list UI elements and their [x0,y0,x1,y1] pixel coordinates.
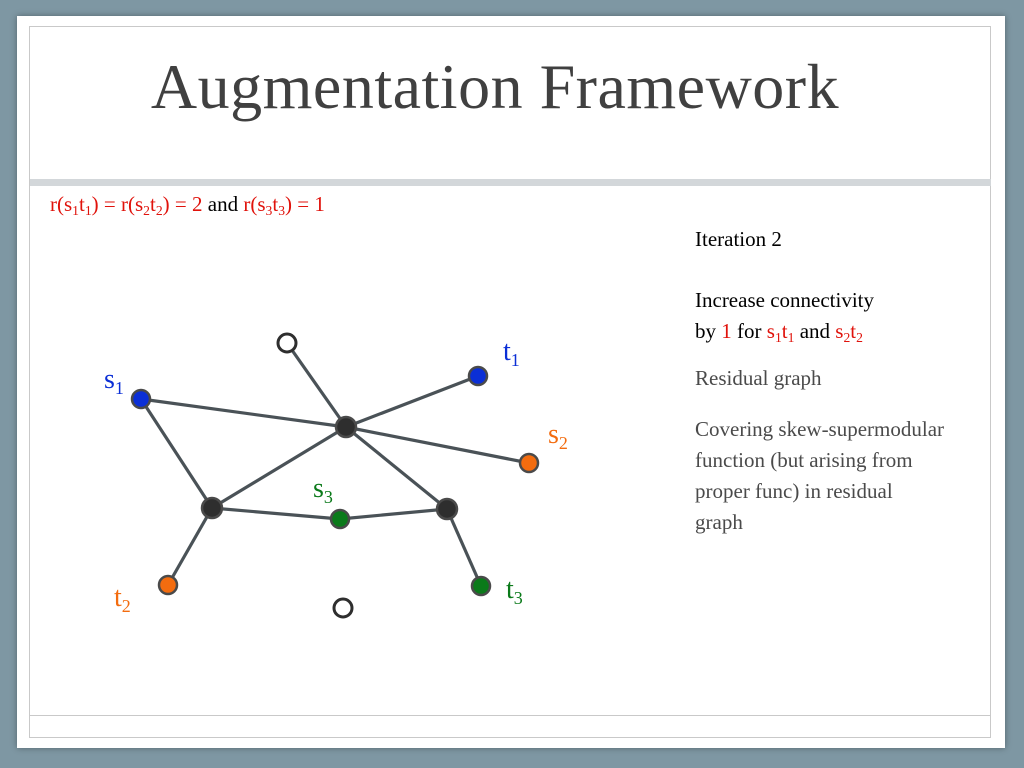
edge-center-right [344,425,449,511]
graph-edges [139,342,530,587]
edge-s1-left [139,398,214,509]
edge-right-t3 [445,508,483,587]
label-t1: t1 [503,336,520,370]
node-s1 [130,388,152,410]
demand-formula: r(s1t1) = r(s2t2) = 2 and r(s3t3) = 1 [50,192,325,219]
residual-graph-label: Residual graph [695,366,822,391]
graph-nodes [130,332,540,619]
node-right [435,497,459,521]
node-left [200,496,224,520]
label-s1: s1 [104,364,124,398]
slide [17,16,1005,748]
edge-center-t1 [345,374,479,429]
slide-title: Augmentation Framework [150,51,840,122]
node-t3 [470,575,492,597]
iteration-label: Iteration 2 [695,227,782,251]
edge-left-t2 [166,507,214,586]
title-divider [30,179,991,186]
edge-s1-center [140,397,347,429]
increase-text: Increase connectivity by 1 for s1t1 and … [695,288,874,346]
edge-s3-right [339,507,448,521]
footer-divider [30,715,991,716]
label-s2: s2 [548,419,568,453]
node-t2 [157,574,179,596]
node-top-empty [276,332,298,354]
node-s3 [329,508,351,530]
node-bottom-empty [332,597,354,619]
node-center [334,415,358,439]
edge-center-s2 [345,425,530,465]
side-notes: Iteration 2 Increase connectivity by 1 f… [695,210,945,538]
formula-and: and [202,192,244,216]
slide-frame [29,26,991,738]
covering-note: Covering skew-supermodular function (but… [695,417,945,535]
edge-top-center [285,342,348,428]
formula-r1: r(s1t1) = r(s2t2) = 2 [50,192,203,219]
edge-left-s3 [211,506,341,521]
node-t1 [467,365,489,387]
formula-r3: r(s3t3) = 1 [243,192,325,219]
node-s2 [518,452,540,474]
label-t3: t3 [506,574,523,608]
label-s3: s3 [313,473,333,507]
label-t2: t2 [114,582,131,616]
edge-center-left [211,425,347,510]
graph-labels: s1 t1 s2 t2 s3 t3 [104,336,568,616]
